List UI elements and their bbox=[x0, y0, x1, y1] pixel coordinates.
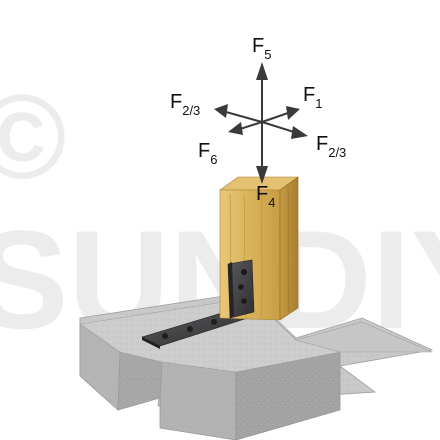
bracket-hole bbox=[211, 319, 217, 325]
label-f23-left: F2/3 bbox=[170, 91, 200, 118]
arrow-f23-right-shaft bbox=[261, 121, 295, 133]
bracket-hole bbox=[162, 333, 168, 339]
arrow-f6-head bbox=[228, 122, 243, 135]
post-side bbox=[279, 176, 299, 321]
label-f6: F6 bbox=[198, 140, 217, 167]
label-f4: F4 bbox=[256, 183, 275, 210]
bracket-hole bbox=[238, 284, 244, 290]
bracket bbox=[141, 309, 249, 349]
bracket-hole bbox=[241, 269, 247, 275]
arrow-f4-head bbox=[256, 166, 268, 184]
watermark-copyright-symbol: © bbox=[0, 70, 66, 204]
label-f23-right: F2/3 bbox=[316, 133, 346, 160]
label-f5: F5 bbox=[252, 35, 271, 62]
bracket-hole bbox=[187, 326, 193, 332]
arrow-f1-head bbox=[286, 106, 300, 120]
arrow-f23-left-head bbox=[214, 104, 228, 118]
force-arrows bbox=[214, 62, 308, 184]
concrete-slab bbox=[79, 291, 434, 440]
arrow-f23-left-shaft bbox=[225, 111, 263, 123]
arrow-f5-head bbox=[256, 62, 268, 80]
arrow-f6-shaft bbox=[239, 121, 263, 130]
force-labels: F5 F1 F2/3 F6 F2/3 F4 bbox=[170, 35, 346, 210]
arrow-f1-shaft bbox=[261, 112, 289, 123]
bracket-hole bbox=[241, 298, 247, 304]
bracket-flange bbox=[227, 259, 255, 319]
arrow-f23-right-head bbox=[291, 126, 308, 139]
label-f1: F1 bbox=[303, 84, 322, 111]
